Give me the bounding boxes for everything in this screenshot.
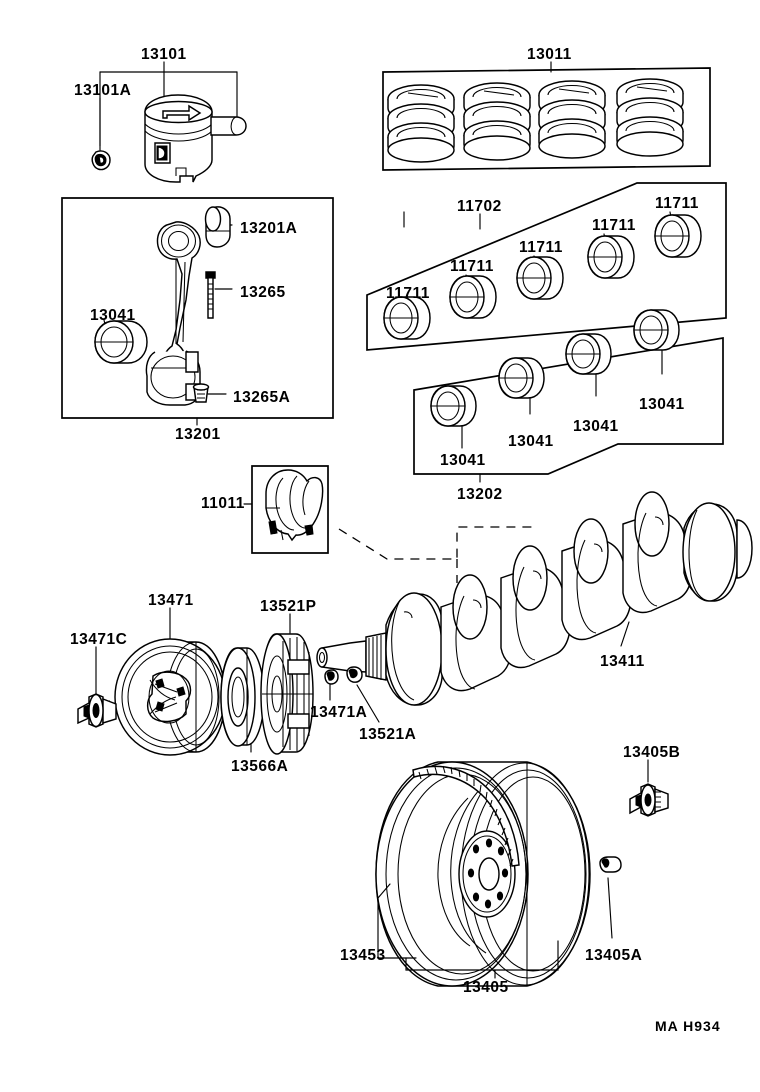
callout-11702: 11702 bbox=[457, 198, 502, 215]
small-end-bushing-part bbox=[204, 206, 233, 248]
callout-13521P: 13521P bbox=[260, 598, 317, 615]
rod-bearings-box bbox=[413, 309, 724, 483]
callout-13471A: 13471A bbox=[310, 704, 368, 721]
piston-part bbox=[144, 94, 213, 183]
callout-11711-5: 11711 bbox=[655, 195, 699, 212]
callout-13201: 13201 bbox=[175, 426, 221, 443]
callout-13041-3: 13041 bbox=[573, 418, 619, 435]
thrust-washer-part bbox=[265, 469, 324, 542]
rod-bearing-4 bbox=[633, 309, 680, 375]
callout-13471C: 13471C bbox=[70, 631, 128, 648]
callout-13202: 13202 bbox=[457, 486, 503, 503]
pulley-group bbox=[77, 607, 380, 756]
callout-11711-3: 11711 bbox=[519, 239, 563, 256]
callout-13453: 13453 bbox=[340, 947, 386, 964]
main-bearing-3 bbox=[516, 255, 564, 300]
callout-13011: 13011 bbox=[527, 46, 572, 63]
callout-13566A: 13566A bbox=[231, 758, 289, 775]
pulley-bolt-part bbox=[77, 646, 117, 728]
ring-gear-teeth bbox=[412, 765, 520, 867]
timing-gear-key-part bbox=[346, 666, 380, 723]
main-bearing-2 bbox=[449, 274, 497, 319]
piston-pin-part bbox=[210, 116, 247, 136]
crankshaft-part bbox=[316, 491, 753, 706]
conrod-bearing-part bbox=[94, 319, 148, 364]
crankshaft-pulley-part bbox=[114, 638, 226, 756]
ring-stack-3 bbox=[538, 80, 606, 159]
flywheel-part bbox=[375, 761, 591, 987]
callout-13265: 13265 bbox=[240, 284, 286, 301]
crankshaft-timing-gear-part bbox=[260, 613, 314, 755]
ring-stack-4 bbox=[616, 78, 684, 157]
flywheel-group bbox=[375, 759, 669, 987]
callout-13101A: 13101A bbox=[74, 82, 132, 99]
callout-13201A: 13201A bbox=[240, 220, 298, 237]
snap-ring-part bbox=[91, 97, 111, 171]
callout-13041-2: 13041 bbox=[508, 433, 554, 450]
conrod-nut-part bbox=[192, 383, 227, 403]
callout-13265A: 13265A bbox=[233, 389, 291, 406]
callout-13521A: 13521A bbox=[359, 726, 417, 743]
callout-13411: 13411 bbox=[600, 653, 645, 670]
connecting-rod-box bbox=[61, 197, 334, 426]
ring-stack-1 bbox=[387, 84, 455, 163]
piston-assembly-group bbox=[91, 61, 247, 183]
callout-13041-1: 13041 bbox=[440, 452, 486, 469]
flywheel-bolt-part bbox=[629, 759, 669, 817]
callout-13101: 13101 bbox=[141, 46, 187, 63]
rod-bearing-1 bbox=[430, 385, 477, 449]
connecting-rod-part bbox=[145, 221, 201, 406]
ring-stack-2 bbox=[463, 82, 531, 161]
thrust-washer-box bbox=[243, 465, 533, 583]
rod-bearing-2 bbox=[498, 357, 545, 415]
callout-11711-1: 11711 bbox=[386, 285, 430, 302]
piston-ring-set-box bbox=[382, 61, 711, 171]
conrod-bolt-part bbox=[205, 271, 233, 319]
callout-13471: 13471 bbox=[148, 592, 194, 609]
main-bearing-5 bbox=[654, 211, 702, 258]
callout-11011: 11011 bbox=[201, 495, 245, 512]
crank-throws bbox=[440, 491, 753, 692]
callout-11711-4: 11711 bbox=[592, 217, 636, 234]
main-bearings-box bbox=[366, 182, 727, 351]
pulley-key-part bbox=[324, 669, 339, 701]
callout-13405: 13405 bbox=[463, 979, 509, 996]
flywheel-bolt-holes bbox=[467, 838, 509, 909]
rod-bearing-3 bbox=[565, 333, 612, 397]
ring-stacks bbox=[387, 78, 684, 163]
main-bearing-4 bbox=[587, 233, 635, 279]
flywheel-pin-part bbox=[599, 856, 622, 939]
main-bearing-1 bbox=[383, 211, 431, 340]
callout-13405A: 13405A bbox=[585, 947, 643, 964]
callout-11711-2: 11711 bbox=[450, 258, 494, 275]
callout-13041-4: 13041 bbox=[639, 396, 685, 413]
callout-13405B: 13405B bbox=[623, 744, 681, 761]
sheet-code: MA H934 bbox=[655, 1018, 721, 1034]
crank-front-oil-seal-part bbox=[220, 647, 265, 753]
callout-13041-conrod: 13041 bbox=[90, 307, 136, 324]
